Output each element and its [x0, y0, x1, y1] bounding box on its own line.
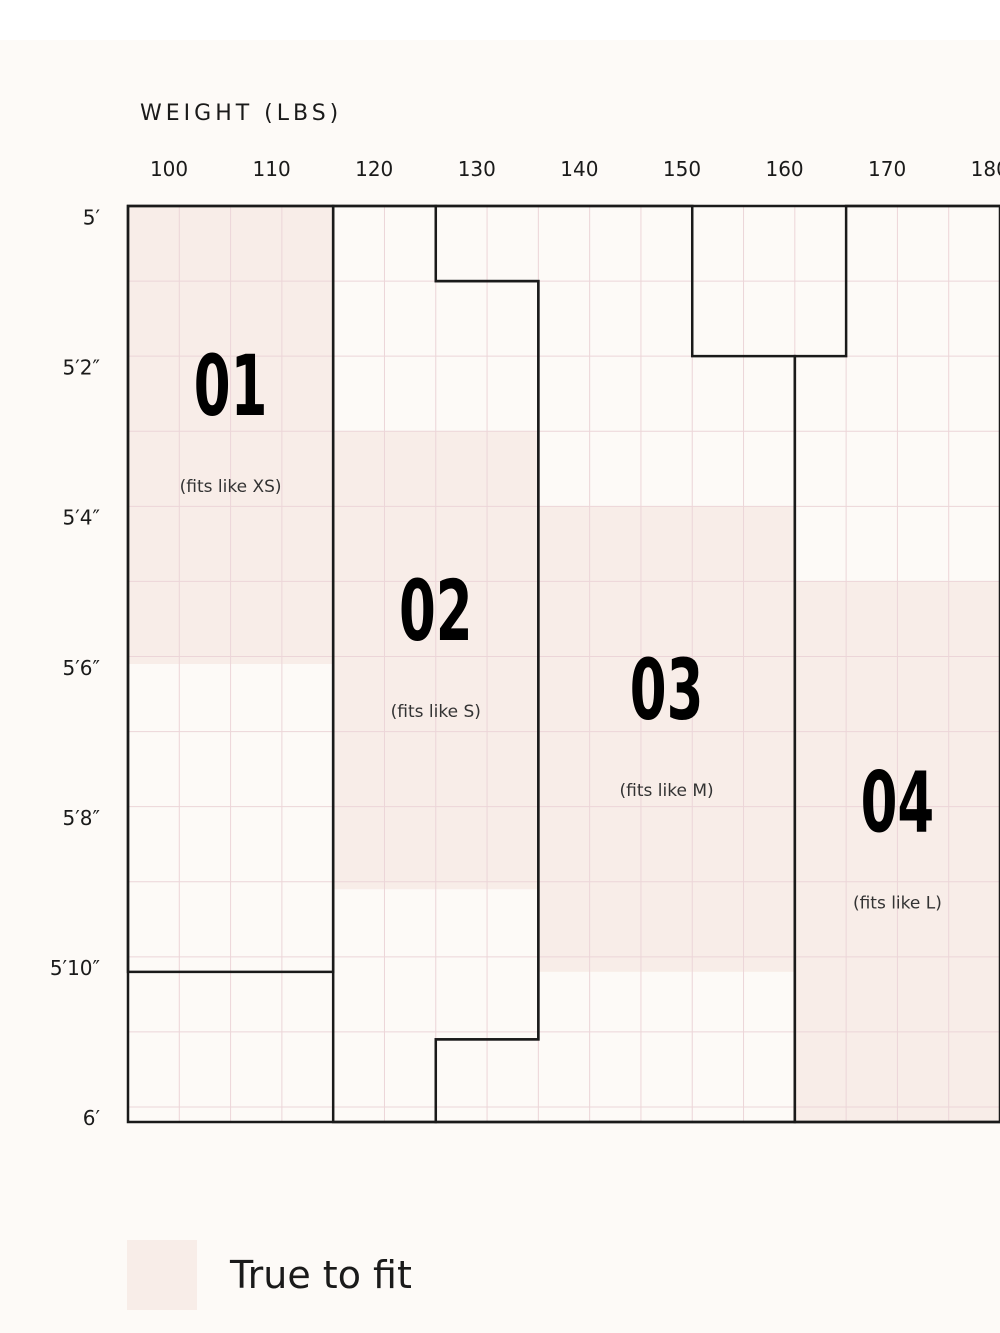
size-fit-label-04: (fits like L)	[853, 894, 942, 914]
size-fit-label-03: (fits like M)	[620, 781, 714, 801]
size-number-04: 04	[861, 755, 935, 852]
y-tick-label: 5′10″	[50, 956, 100, 980]
y-tick-label: 5′4″	[63, 506, 100, 530]
y-tick-label: 5′8″	[63, 806, 100, 830]
size-outlines	[126, 204, 1000, 1124]
x-tick-label: 110	[253, 157, 291, 181]
x-tick-label: 100	[150, 157, 188, 181]
size-labels: 01 (fits like XS) 02 (fits like S) 03 (fits l…	[180, 339, 942, 914]
size-number-02: 02	[399, 564, 473, 661]
size-outline-04	[793, 204, 1000, 1124]
size-fit-label-02: (fits like S)	[391, 702, 481, 722]
true-fit-area-03	[538, 506, 795, 972]
y-tick-label: 5′6″	[63, 656, 100, 680]
x-tick-label: 180	[971, 157, 1000, 181]
axes: WEIGHT (LBS) 100 110 120 130 140 150 160 170 180…	[50, 101, 1000, 1130]
size-fit-label-01: (fits like XS)	[180, 477, 282, 497]
x-tick-label: 120	[355, 157, 393, 181]
legend-label: True to fit	[229, 1253, 412, 1297]
x-axis-title: WEIGHT (LBS)	[140, 101, 342, 126]
y-tick-label: 5′2″	[63, 355, 100, 379]
x-tick-label: 140	[560, 157, 598, 181]
size-chart: 01 (fits like XS) 02 (fits like S) 03 (fits l…	[50, 101, 1000, 1310]
size-number-03: 03	[630, 643, 704, 740]
legend-swatch	[127, 1240, 197, 1310]
y-tick-label: 5′	[83, 205, 101, 229]
x-tick-label: 130	[458, 157, 496, 181]
x-tick-label: 160	[765, 157, 803, 181]
y-tick-label: 6′	[83, 1106, 101, 1130]
size-number-01: 01	[194, 339, 268, 436]
x-tick-label: 170	[868, 157, 906, 181]
x-tick-label: 150	[663, 157, 701, 181]
legend: True to fit	[127, 1240, 412, 1310]
size-chart-card: 01 (fits like XS) 02 (fits like S) 03 (fits l…	[0, 40, 1000, 1333]
size-outline-03	[434, 204, 797, 1124]
